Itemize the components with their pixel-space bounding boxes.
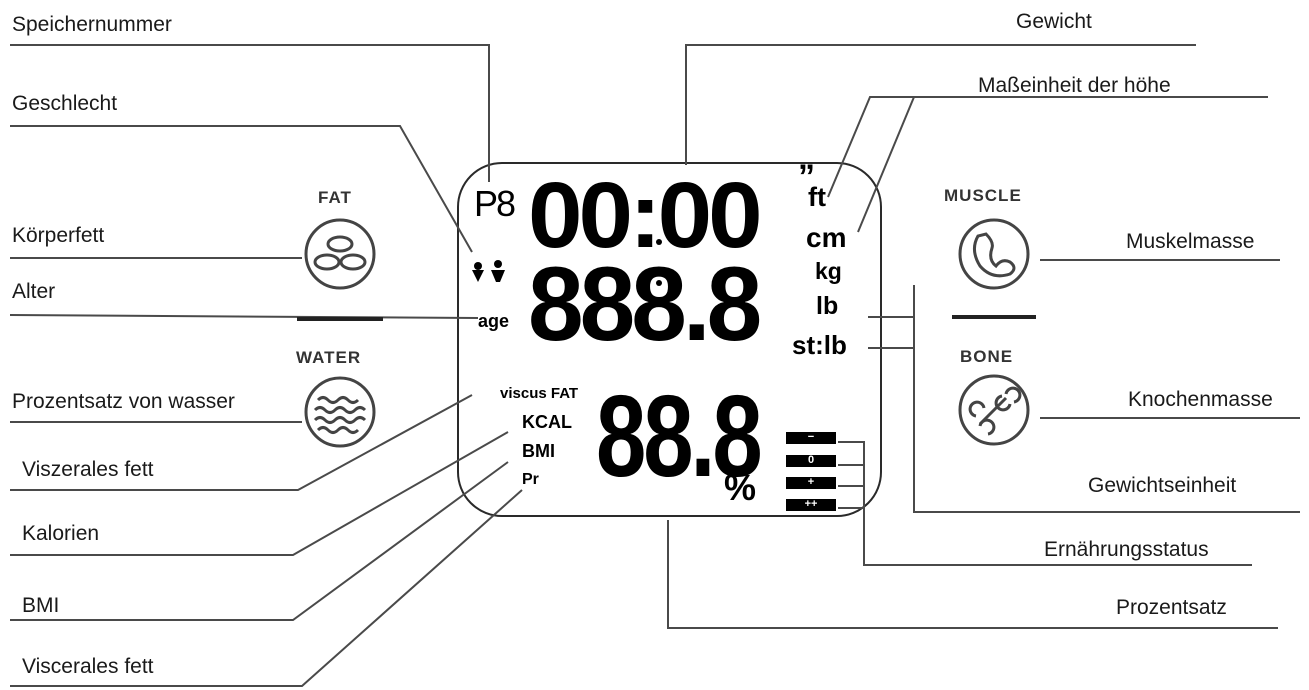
lcd-frame bbox=[457, 162, 882, 517]
leader-viszerales-fett bbox=[10, 394, 473, 491]
label-speichernummer: Speichernummer bbox=[12, 13, 172, 36]
bone-button-label: BONE bbox=[960, 347, 1014, 366]
display-row2: 888.8 bbox=[528, 245, 762, 364]
label-prozentsatz: Prozentsatz bbox=[1116, 596, 1227, 619]
leader-gewicht bbox=[685, 44, 1196, 165]
label-ernaehrungsstatus: Ernährungsstatus bbox=[1044, 538, 1209, 561]
unit-stlb: st:lb bbox=[792, 330, 847, 360]
label-bmi: BMI bbox=[22, 594, 60, 617]
label-geschlecht: Geschlecht bbox=[12, 92, 118, 115]
label-masseinheit-hoehe: Maßeinheit der höhe bbox=[978, 74, 1171, 97]
leader-gewichtseinheit bbox=[868, 316, 1300, 513]
leader-bmi bbox=[10, 461, 509, 621]
label-muskelmasse: Muskelmasse bbox=[1126, 230, 1255, 253]
leader-ernaehrung bbox=[838, 441, 1252, 566]
unit-ft: ft bbox=[808, 182, 826, 212]
label-viscerales-fett: Viscerales fett bbox=[22, 655, 154, 678]
viscus-fat-indicator: viscus FAT bbox=[500, 385, 579, 402]
status-bar-plus: + bbox=[807, 476, 815, 488]
label-viszerales-fett: Viszerales fett bbox=[22, 458, 154, 481]
leader-kalorien bbox=[10, 431, 509, 556]
leader-prozentsatz bbox=[667, 520, 1278, 629]
display-row1: 00:00 bbox=[528, 162, 763, 267]
percent-sign: % bbox=[724, 467, 757, 508]
leader-speichernummer bbox=[10, 44, 490, 182]
bmi-indicator: BMI bbox=[522, 441, 555, 461]
age-indicator: age bbox=[478, 311, 510, 331]
status-bar-plusplus: ++ bbox=[804, 498, 818, 510]
leader-viscerales-fett bbox=[10, 489, 523, 687]
label-knochenmasse: Knochenmasse bbox=[1128, 388, 1273, 411]
pr-indicator: Pr bbox=[522, 471, 539, 488]
unit-lb: lb bbox=[816, 292, 839, 320]
label-kalorien: Kalorien bbox=[22, 522, 100, 545]
kcal-indicator: KCAL bbox=[522, 412, 572, 432]
unit-kg: kg bbox=[815, 258, 842, 284]
status-bar-zero: 0 bbox=[807, 454, 815, 466]
inch-mark: ” bbox=[798, 158, 815, 196]
fat-button-label: FAT bbox=[318, 188, 352, 207]
muscle-icon bbox=[958, 218, 1030, 290]
label-koerperfett: Körperfett bbox=[12, 224, 105, 247]
fat-icon bbox=[304, 218, 376, 290]
leader-geschlecht bbox=[10, 125, 473, 253]
status-bar-minus: − bbox=[807, 431, 815, 443]
main-colon bbox=[656, 239, 662, 286]
unit-cm: cm bbox=[806, 222, 847, 253]
bone-icon bbox=[958, 374, 1030, 446]
muscle-button-label: MUSCLE bbox=[944, 186, 1022, 205]
leader-alter bbox=[9, 314, 479, 319]
status-bar-graphics bbox=[786, 432, 836, 511]
display-row3: 88.8 bbox=[596, 371, 763, 501]
memory-number: P8 bbox=[474, 183, 516, 224]
gender-icon bbox=[472, 260, 505, 282]
label-gewichtseinheit: Gewichtseinheit bbox=[1088, 474, 1237, 497]
water-icon bbox=[304, 376, 376, 448]
label-gewicht: Gewicht bbox=[1016, 10, 1092, 33]
label-alter: Alter bbox=[12, 280, 56, 303]
leader-masseinheit-1 bbox=[827, 96, 1268, 198]
leader-masseinheit-2 bbox=[857, 96, 915, 233]
label-prozentsatz-wasser: Prozentsatz von wasser bbox=[12, 390, 235, 413]
water-button-label: WATER bbox=[296, 348, 362, 367]
